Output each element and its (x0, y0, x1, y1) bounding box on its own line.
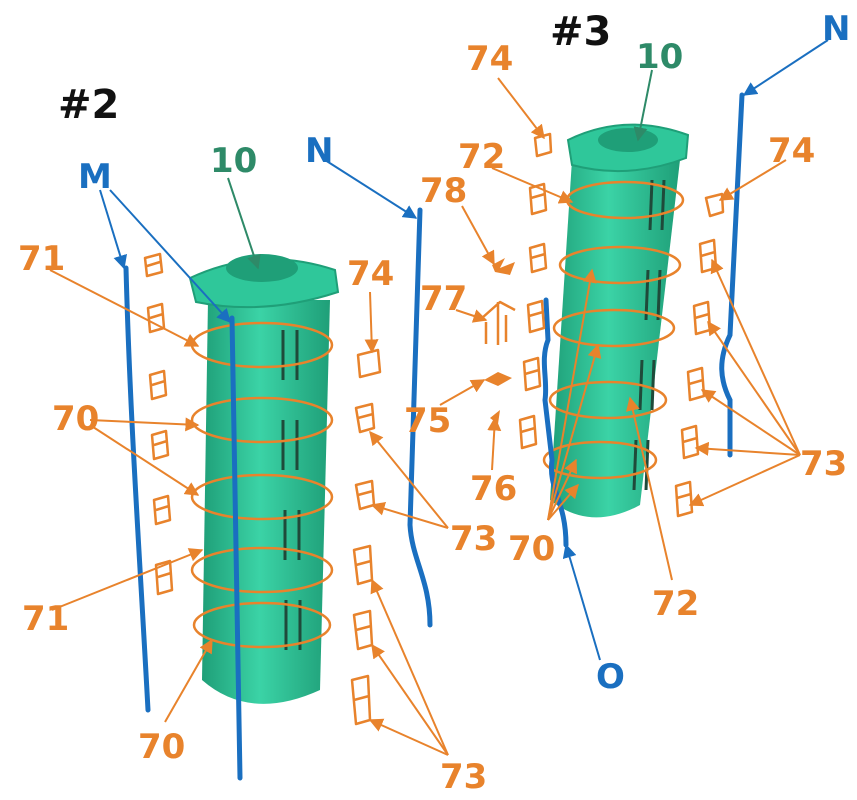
label-70-a: 70 (52, 399, 99, 439)
label-75: 75 (404, 401, 451, 441)
labels: #2 #3 10 10 M N N O 71 71 70 70 70 74 74… (18, 9, 850, 797)
label-70-c: 70 (508, 529, 555, 569)
label-10-a: 10 (210, 141, 257, 181)
clip-column-right-2 (350, 348, 382, 726)
label-73-a: 73 (450, 519, 497, 559)
label-74-a: 74 (347, 254, 394, 294)
label-74-b: 74 (466, 39, 513, 79)
wire-o (541, 297, 569, 548)
helical-ribs-2 (190, 321, 334, 649)
label-71-b: 71 (22, 599, 69, 639)
diamond-part (484, 372, 512, 386)
title-assembly-3: #3 (550, 9, 611, 55)
wire-m-center (229, 315, 243, 781)
label-78: 78 (420, 171, 467, 211)
label-74-c: 74 (768, 131, 815, 171)
label-n-b: N (822, 9, 850, 49)
label-72-a: 72 (458, 137, 505, 177)
leader-lines (49, 39, 829, 756)
assembly-3 (481, 92, 745, 548)
label-70-b: 70 (138, 727, 185, 767)
helical-ribs-3 (542, 180, 685, 480)
label-o: O (596, 657, 625, 697)
label-71-a: 71 (18, 239, 65, 279)
label-m: M (78, 157, 112, 197)
clip-column-left-3 (518, 132, 553, 450)
zigzag-part (492, 258, 515, 275)
wire-n-right (719, 92, 745, 458)
assembly-2 (123, 207, 433, 781)
wire-m-left (123, 265, 151, 713)
bracket-part (481, 300, 516, 345)
label-72-b: 72 (652, 584, 699, 624)
label-77: 77 (420, 279, 467, 319)
cylinder-body-2 (188, 254, 340, 704)
label-73-b: 73 (440, 757, 487, 797)
title-assembly-2: #2 (58, 82, 119, 128)
label-n-a: N (305, 131, 333, 171)
label-10-b: 10 (636, 37, 683, 77)
wire-n-left (407, 207, 433, 628)
label-76: 76 (470, 469, 517, 509)
clip-column-right-3 (674, 192, 725, 518)
label-73-c: 73 (800, 444, 847, 484)
